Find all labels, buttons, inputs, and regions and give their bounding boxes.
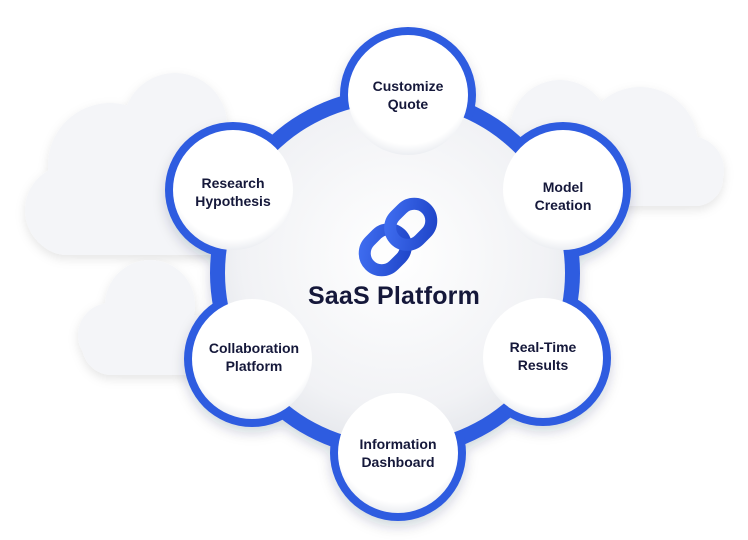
node-circle-collaboration-platform xyxy=(192,299,312,419)
center-title: SaaS Platform xyxy=(307,281,481,310)
node-label-real-time-results: Real-Time Results xyxy=(484,326,602,386)
node-label-line: Dashboard xyxy=(361,454,435,470)
node-circle-model-creation xyxy=(503,130,623,250)
node-label-line: Research xyxy=(201,175,265,191)
node-label-information-dashboard: Information Dashboard xyxy=(339,423,457,483)
node-label-model-creation: Model Creation xyxy=(504,166,622,226)
node-label-line: Platform xyxy=(225,358,283,374)
node-circle-research-hypothesis xyxy=(173,130,293,250)
node-label-line: Information xyxy=(359,436,437,452)
node-label-line: Real-Time xyxy=(509,339,577,355)
node-label-line: Results xyxy=(517,357,569,373)
node-circle-real-time-results xyxy=(483,298,603,418)
node-label-collaboration-platform: Collaboration Platform xyxy=(195,327,313,387)
node-label-research-hypothesis: Research Hypothesis xyxy=(174,162,292,222)
node-label-line: Quote xyxy=(387,96,429,112)
infinity-link-icon xyxy=(358,197,438,277)
node-label-line: Customize xyxy=(372,78,444,94)
node-circle-customize-quote xyxy=(348,35,468,155)
node-label-line: Model xyxy=(542,179,584,195)
node-label-customize-quote: Customize Quote xyxy=(349,65,467,125)
node-circles xyxy=(173,35,623,513)
node-circle-information-dashboard xyxy=(338,393,458,513)
node-label-line: Collaboration xyxy=(208,340,300,356)
node-label-line: Creation xyxy=(534,197,592,213)
node-label-line: Hypothesis xyxy=(195,193,271,209)
